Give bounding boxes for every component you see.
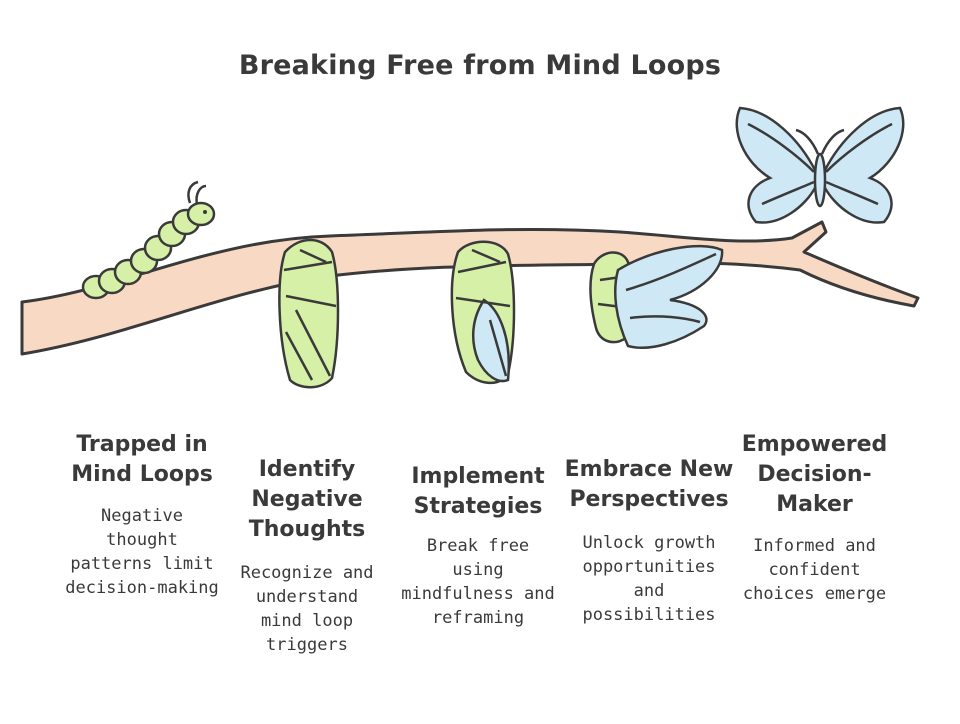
- butterfly-icon: [735, 106, 905, 224]
- stage-title: Implement Strategies: [411, 464, 545, 519]
- cocoon-icon: [278, 238, 340, 389]
- stage-title: Identify Negative Thoughts: [248, 457, 366, 542]
- cocoon-transforming-icon: [450, 240, 516, 384]
- caterpillar-icon: [81, 180, 216, 300]
- stage-1: Trapped in Mind Loops Negative thought p…: [62, 430, 222, 600]
- stage-2: Identify Negative Thoughts Recognize and…: [232, 455, 382, 657]
- diagram-title: Breaking Free from Mind Loops: [238, 50, 722, 81]
- stage-5: Empowered Decision-Maker Informed and co…: [732, 430, 897, 606]
- stage-title: Embrace New Perspectives: [564, 457, 734, 512]
- stage-description: Informed and confident choices emerge: [742, 536, 887, 604]
- stage-description: Unlock growth opportunities and possibil…: [582, 533, 716, 625]
- emerging-butterfly-icon: [589, 244, 724, 350]
- stage-description: Break free using mindfulness and reframi…: [401, 536, 555, 628]
- stage-title: Trapped in Mind Loops: [71, 432, 213, 487]
- stage-3: Implement Strategies Break free using mi…: [398, 462, 558, 630]
- stage-description: Negative thought patterns limit decision…: [65, 506, 219, 598]
- stage-description: Recognize and understand mind loop trigg…: [240, 563, 374, 655]
- stage-4: Embrace New Perspectives Unlock growth o…: [564, 455, 734, 627]
- stage-title: Empowered Decision-Maker: [741, 432, 888, 517]
